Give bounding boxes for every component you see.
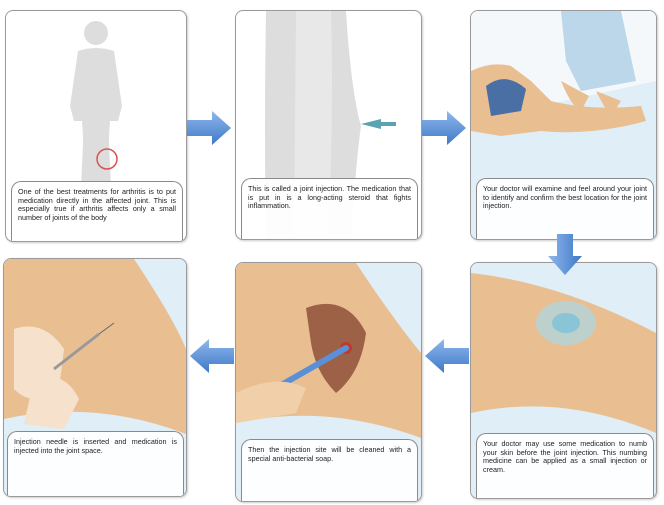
step-3-panel: Your doctor will examine and feel around…: [470, 10, 657, 240]
step-6-panel: Injection needle is inserted and medicat…: [3, 258, 187, 497]
step-6-caption: Injection needle is inserted and medicat…: [7, 431, 184, 496]
arrow-right-icon: [187, 111, 231, 145]
step-5-caption: Then the injection site will be cleaned …: [241, 439, 418, 501]
step-1-panel: One of the best treatments for arthritis…: [5, 10, 187, 242]
step-4-panel: Your doctor may use some medication to n…: [470, 262, 657, 499]
step-2-caption: This is called a joint injection. The me…: [241, 178, 418, 239]
arrow-left-icon: [425, 339, 469, 373]
arrow-right-icon: [422, 111, 466, 145]
step-3-caption: Your doctor will examine and feel around…: [476, 178, 654, 239]
pointer-arrow-icon: [361, 119, 396, 129]
arrow-down-icon: [548, 234, 582, 275]
step-2-panel: This is called a joint injection. The me…: [235, 10, 422, 240]
arrow-left-icon: [190, 339, 234, 373]
step-1-caption: One of the best treatments for arthritis…: [11, 181, 183, 241]
step-4-caption: Your doctor may use some medication to n…: [476, 433, 654, 498]
step-5-panel: Then the injection site will be cleaned …: [235, 262, 422, 502]
affected-joint-circle: [96, 148, 118, 170]
